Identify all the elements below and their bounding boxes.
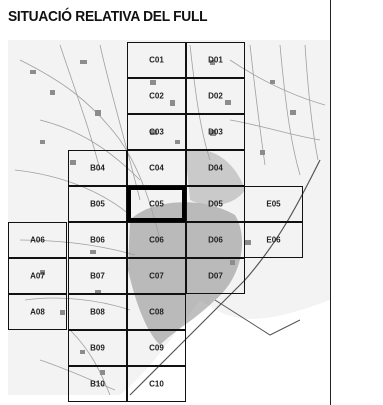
sheet-cell-b07[interactable]: B07 [68, 258, 127, 294]
sheet-label: C03 [149, 127, 164, 137]
sheet-label: D01 [208, 55, 223, 65]
sheet-cell-d06[interactable]: D06 [186, 222, 245, 258]
sheet-cell-b05[interactable]: B05 [68, 186, 127, 222]
sheet-label: C01 [149, 55, 164, 65]
buildings [30, 60, 296, 375]
sheet-cell-c10[interactable]: C10 [127, 366, 186, 402]
sheet-label: B06 [90, 235, 105, 245]
sheet-cell-b06[interactable]: B06 [68, 222, 127, 258]
sheet-cell-b09[interactable]: B09 [68, 330, 127, 366]
sheet-cell-c09[interactable]: C09 [127, 330, 186, 366]
sheet-label: B04 [90, 163, 105, 173]
street-network [14, 44, 326, 396]
coastline [129, 159, 321, 396]
sheet-cell-b10[interactable]: B10 [68, 366, 127, 402]
sheet-label: B07 [90, 271, 105, 281]
map-title: SITUACIÓ RELATIVA DEL FULL [8, 8, 208, 25]
sheet-cell-c04[interactable]: C04 [127, 150, 186, 186]
sheet-label: D03 [208, 127, 223, 137]
sheet-cell-a08[interactable]: A08 [8, 294, 67, 330]
sheet-cell-b04[interactable]: B04 [68, 150, 127, 186]
sheet-label: D05 [208, 199, 223, 209]
sheet-cell-d01[interactable]: D01 [186, 42, 245, 78]
sheet-label: C02 [149, 91, 164, 101]
sheet-cell-a06[interactable]: A06 [8, 222, 67, 258]
sheet-cell-c05[interactable]: C05 [127, 186, 186, 222]
harbour-pier [214, 299, 301, 336]
sheet-label: D02 [208, 91, 223, 101]
sheet-label: C08 [149, 307, 164, 317]
sheet-cell-c03[interactable]: C03 [127, 114, 186, 150]
sheet-label: D06 [208, 235, 223, 245]
sheet-cell-c07[interactable]: C07 [127, 258, 186, 294]
sea-area [120, 300, 330, 395]
sheet-label: E05 [266, 199, 281, 209]
sheet-label: A08 [30, 307, 45, 317]
sheet-label: A06 [30, 235, 45, 245]
sheet-label: B09 [90, 343, 105, 353]
sheet-label: C07 [149, 271, 164, 281]
sheet-label: B08 [90, 307, 105, 317]
sheet-label: C05 [149, 199, 164, 209]
sheet-cell-d03[interactable]: D03 [186, 114, 245, 150]
sheet-label: C04 [149, 163, 164, 173]
sheet-cell-d02[interactable]: D02 [186, 78, 245, 114]
frame-divider [330, 0, 331, 405]
sheet-cell-c06[interactable]: C06 [127, 222, 186, 258]
sheet-label: E06 [266, 235, 281, 245]
sheet-cell-e05[interactable]: E05 [244, 186, 303, 222]
sheet-cell-d07[interactable]: D07 [186, 258, 245, 294]
sheet-cell-b08[interactable]: B08 [68, 294, 127, 330]
sheet-cell-c02[interactable]: C02 [127, 78, 186, 114]
urban-east [185, 149, 245, 206]
sheet-label: A07 [30, 271, 45, 281]
sheet-cell-c01[interactable]: C01 [127, 42, 186, 78]
sheet-label: C09 [149, 343, 164, 353]
sheet-label: B10 [90, 379, 105, 389]
sheet-label: D04 [208, 163, 223, 173]
sheet-cell-d05[interactable]: D05 [186, 186, 245, 222]
sheet-cell-a07[interactable]: A07 [8, 258, 67, 294]
sheet-cell-e06[interactable]: E06 [244, 222, 303, 258]
sheet-cell-d04[interactable]: D04 [186, 150, 245, 186]
sheet-label: B05 [90, 199, 105, 209]
sheet-cell-c08[interactable]: C08 [127, 294, 186, 330]
sheet-label: C10 [149, 379, 164, 389]
sheet-label: D07 [208, 271, 223, 281]
sheet-label: C06 [149, 235, 164, 245]
